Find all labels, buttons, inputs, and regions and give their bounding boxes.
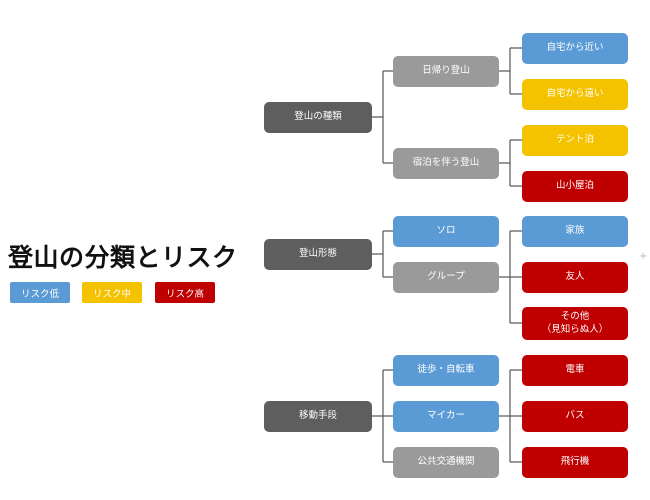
leaf-box: 自宅から近い [522, 33, 628, 64]
leaf-box: バス [522, 401, 628, 432]
subcategory-box: 徒歩・自転車 [393, 355, 499, 386]
subcategory-box: 宿泊を伴う登山 [393, 148, 499, 179]
legend-mid: リスク中 [82, 282, 142, 303]
slide-edge-mark: + [639, 251, 648, 262]
leaf-box: その他 （見知らぬ人） [522, 307, 628, 340]
subcategory-box: 公共交通機関 [393, 447, 499, 478]
leaf-box: 友人 [522, 262, 628, 293]
leaf-box: テント泊 [522, 125, 628, 156]
leaf-box: 飛行機 [522, 447, 628, 478]
diagram-title: 登山の分類とリスク [8, 243, 238, 272]
category-box: 登山形態 [264, 239, 372, 270]
subcategory-box: 日帰り登山 [393, 56, 499, 87]
legend-high: リスク高 [155, 282, 215, 303]
subcategory-box: マイカー [393, 401, 499, 432]
leaf-box: 家族 [522, 216, 628, 247]
subcategory-box: グループ [393, 262, 499, 293]
category-box: 移動手段 [264, 401, 372, 432]
legend-low: リスク低 [10, 282, 70, 303]
category-box: 登山の種類 [264, 102, 372, 133]
leaf-box: 電車 [522, 355, 628, 386]
leaf-box: 自宅から遠い [522, 79, 628, 110]
subcategory-box: ソロ [393, 216, 499, 247]
leaf-box: 山小屋泊 [522, 171, 628, 202]
